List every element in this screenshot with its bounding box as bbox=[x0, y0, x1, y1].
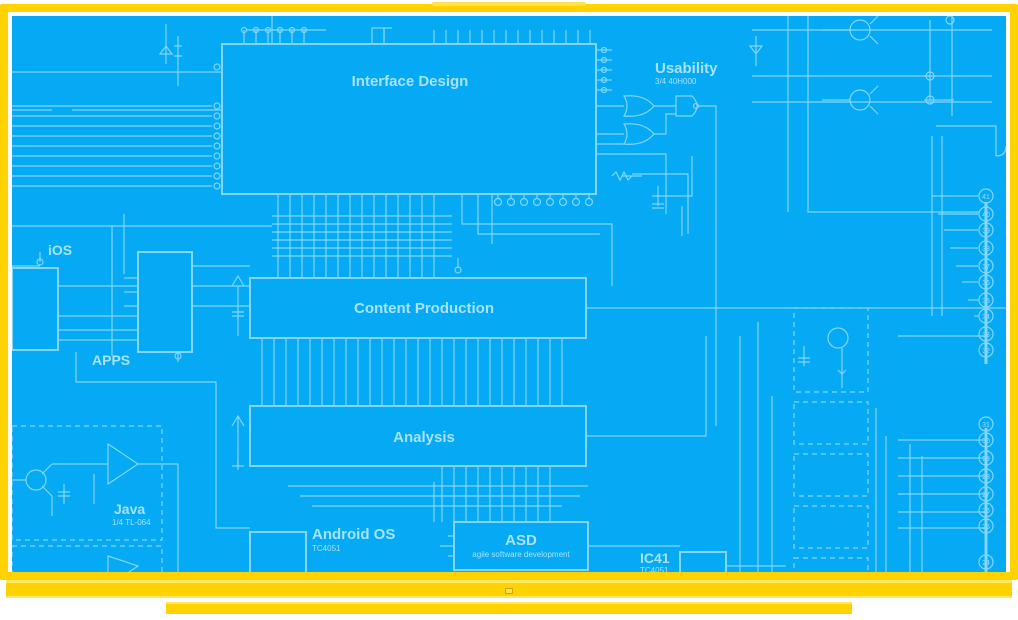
asd-sub-label: agile software development bbox=[472, 550, 570, 559]
ic41-sub-label: TC4051 bbox=[640, 566, 669, 575]
ios-label: iOS bbox=[48, 242, 73, 258]
android-sub-label: TC4051 bbox=[312, 544, 341, 553]
ios-block bbox=[12, 267, 59, 351]
apps-label: APPS bbox=[92, 352, 131, 368]
ic41-block bbox=[679, 551, 727, 576]
monitor-bezel bbox=[0, 4, 1018, 580]
power-led-icon bbox=[505, 588, 513, 594]
monitor-chin-edge bbox=[6, 596, 1012, 598]
pin-number: 41 bbox=[982, 194, 990, 201]
interface-design-block bbox=[221, 43, 597, 195]
content-production-label: Content Production bbox=[354, 300, 494, 317]
asd-label: ASD bbox=[505, 532, 537, 549]
android-block bbox=[249, 531, 307, 576]
analysis-label: Analysis bbox=[393, 429, 455, 446]
pin-number: 31 bbox=[982, 422, 990, 429]
usability-sub-label: 3/4 40H000 bbox=[655, 77, 697, 86]
android-label: Android OS bbox=[312, 526, 396, 543]
monitor-stand bbox=[166, 602, 852, 614]
usability-label: Usability bbox=[655, 60, 718, 77]
monitor-top-edge bbox=[432, 2, 586, 6]
apps-block bbox=[137, 251, 193, 353]
interface-design-label: Interface Design bbox=[351, 73, 469, 90]
java-sub-label: 1/4 TL-064 bbox=[112, 518, 151, 527]
ic41-label: IC41 bbox=[640, 550, 670, 566]
java-label: Java bbox=[114, 501, 146, 517]
